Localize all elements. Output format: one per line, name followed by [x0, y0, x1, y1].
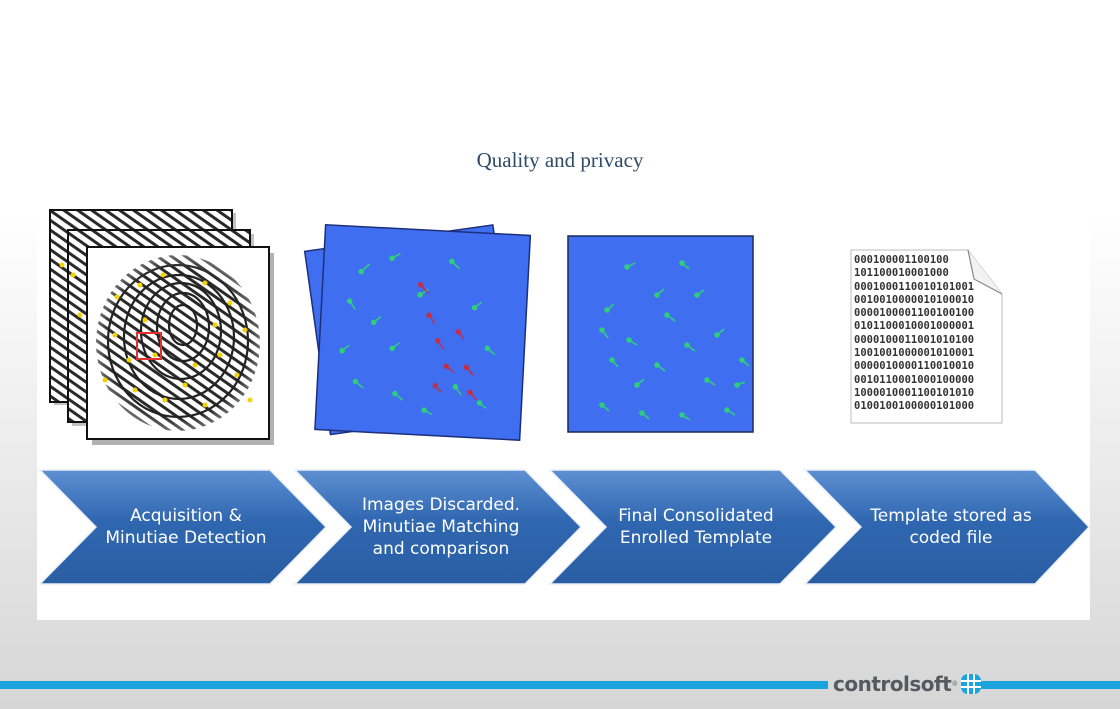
step-label: Acquisition & Minutiae Detection: [105, 506, 267, 548]
process-step-matching: Images Discarded. Minutiae Matching and …: [293, 468, 583, 586]
logo-text: controlsoft: [833, 672, 952, 696]
footer-accent-line-right: [981, 681, 1120, 689]
process-step-template: Final Consolidated Enrolled Template: [548, 468, 838, 586]
binary-line: 0001000110010101001: [854, 280, 975, 293]
binary-line: 0101100010001000001: [854, 320, 975, 333]
binary-line: 0000100011001010100: [854, 333, 975, 346]
binary-line: 1000010001100101010: [854, 386, 975, 399]
step-label: Final Consolidated Enrolled Template: [618, 506, 774, 548]
binary-line: 0010110001000100000: [854, 373, 975, 386]
binary-line: 0100100100000101000: [854, 400, 975, 413]
binary-line: 101100010001000: [854, 267, 949, 280]
logo-registered-mark: ®: [952, 680, 958, 688]
fingerprint-stack-graphic: [49, 209, 274, 445]
binary-line: 0000010000110010010: [854, 360, 975, 373]
consolidated-template-graphic: [567, 235, 754, 433]
controlsoft-logo: controlsoft ®: [833, 671, 982, 697]
step-label: Images Discarded. Minutiae Matching and …: [361, 495, 521, 559]
binary-line: 000100001100100: [854, 254, 949, 266]
process-step-acquisition: Acquisition & Minutiae Detection: [38, 468, 328, 586]
logo-grid-icon: [961, 674, 982, 694]
page-title: Quality and privacy: [476, 148, 644, 172]
binary-line: 0010010000010100010: [854, 293, 975, 306]
binary-line: 1001001000001010001: [854, 347, 975, 360]
footer-accent-line-left: [0, 681, 828, 689]
coded-file-graphic: 000100001100100 101100010001000 00010001…: [850, 249, 1005, 424]
binary-code-lines: 000100001100100 101100010001000 00010001…: [854, 254, 974, 414]
process-step-stored: Template stored as coded file: [803, 468, 1093, 586]
step-label: Template stored as coded file: [870, 506, 1032, 548]
minutiae-matching-graphic: [303, 223, 532, 441]
binary-line: 0000100001100100100: [854, 307, 975, 320]
